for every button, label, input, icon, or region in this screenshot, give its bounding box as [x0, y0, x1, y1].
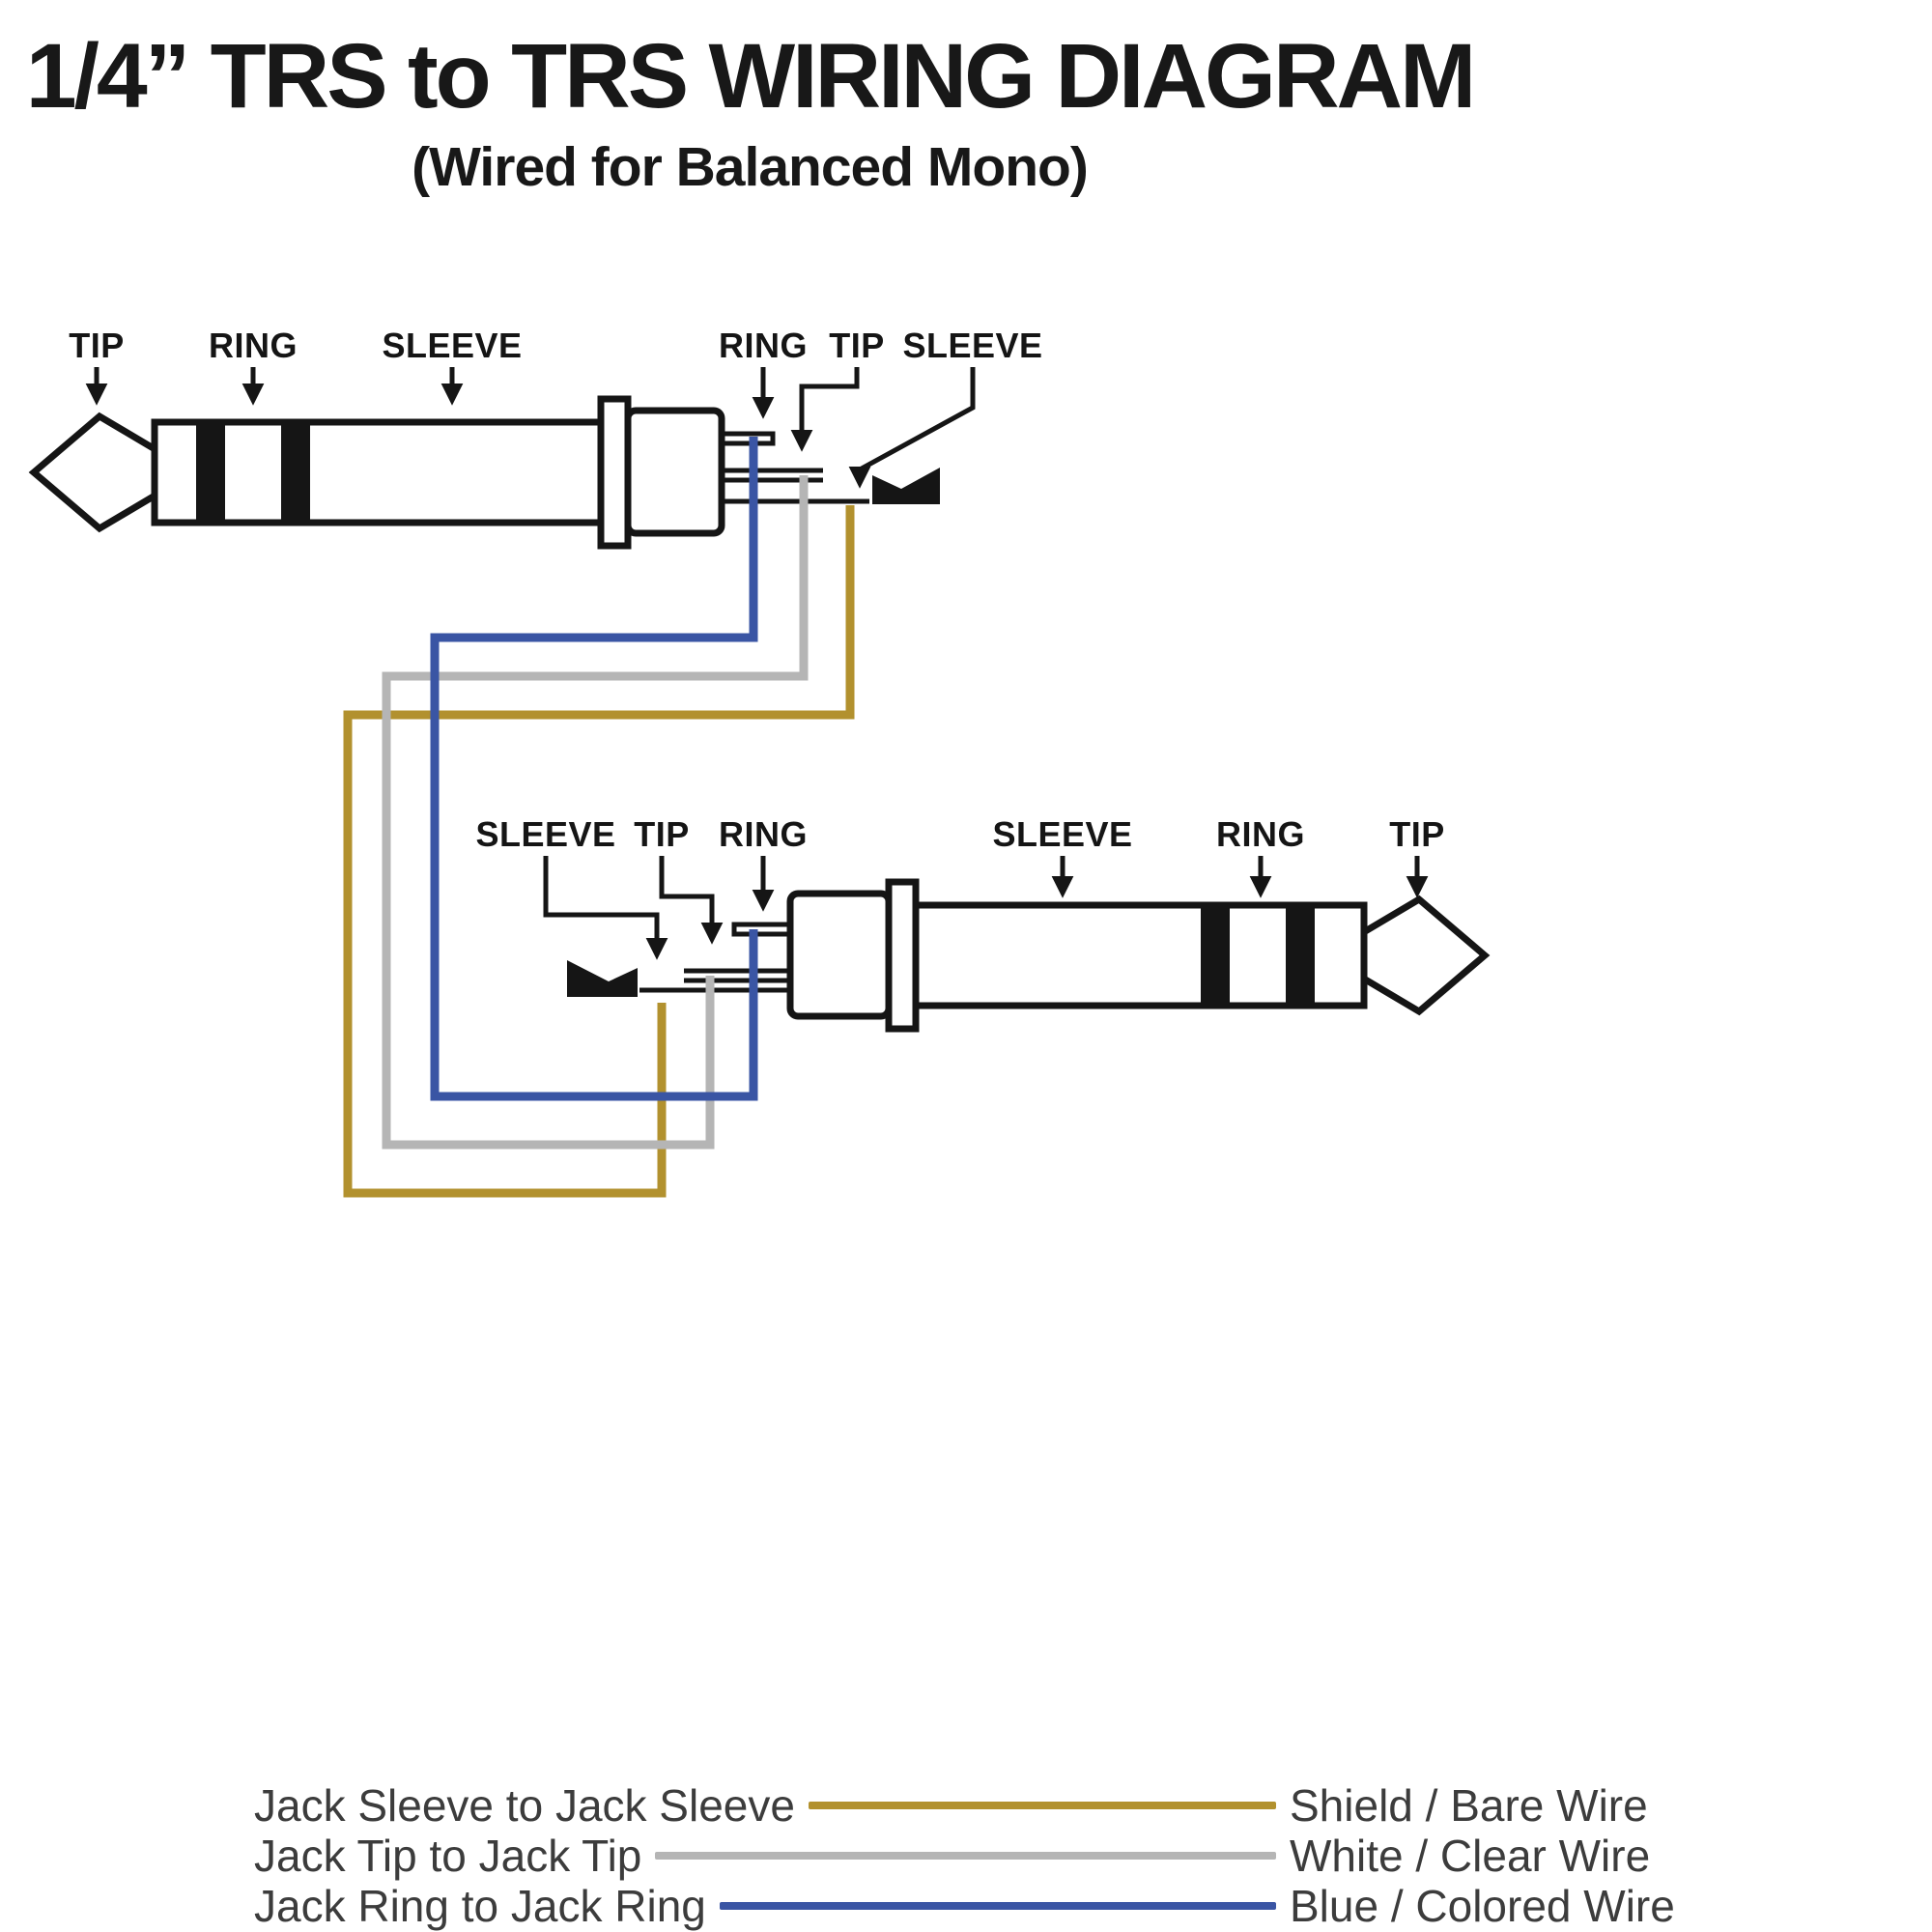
label-bottom-ring-terminal: RING: [719, 814, 808, 854]
legend-wire-swatch-shield: [808, 1802, 1276, 1809]
legend-wire-swatch-blue: [719, 1902, 1276, 1910]
arrow-top-tip-terminal: [790, 367, 860, 452]
legend-connection-label: Jack Ring to Jack Ring: [254, 1881, 706, 1931]
legend-wire-label: Shield / Bare Wire: [1290, 1780, 1648, 1831]
label-top-tip: TIP: [69, 326, 125, 365]
top-sleeve-lug: [872, 468, 940, 504]
wire-shield-sleeve-to-sleeve: [343, 505, 855, 1198]
legend-wire-label: Blue / Colored Wire: [1290, 1881, 1675, 1931]
bottom-plug-terminals: [639, 922, 790, 993]
top-plug-tip: [28, 412, 160, 533]
page-title: 1/4” TRS to TRS WIRING DIAGRAM: [25, 25, 1477, 128]
label-top-tip-terminal: TIP: [829, 326, 885, 365]
arrow-top-sleeve-terminal: [848, 367, 976, 489]
legend-row-tip: Jack Tip to Jack Tip White / Clear Wire: [254, 1831, 1773, 1881]
leader-arrows: [85, 367, 1429, 960]
label-bottom-sleeve-terminal: SLEEVE: [475, 814, 615, 854]
top-plug-barrel: [151, 418, 605, 526]
legend-wire-swatch-white: [655, 1852, 1276, 1860]
page-subtitle: (Wired for Balanced Mono): [412, 135, 1089, 198]
wire-white-tip-to-tip: [382, 475, 809, 1150]
bottom-plug-ring-band-1: [1201, 905, 1230, 1006]
top-plug-shell: [624, 407, 725, 537]
top-plug-terminals: [722, 431, 869, 504]
label-bottom-sleeve: SLEEVE: [992, 814, 1132, 854]
label-top-sleeve: SLEEVE: [382, 326, 522, 365]
legend-row-ring: Jack Ring to Jack Ring Blue / Colored Wi…: [254, 1881, 1773, 1931]
label-bottom-tip-terminal: TIP: [634, 814, 690, 854]
legend-row-sleeve: Jack Sleeve to Jack Sleeve Shield / Bare…: [254, 1780, 1773, 1831]
label-bottom-tip: TIP: [1389, 814, 1445, 854]
bottom-trs-plug: [786, 878, 1491, 1033]
bottom-ring-terminal: [731, 922, 790, 937]
legend-connection-label: Jack Tip to Jack Tip: [254, 1831, 642, 1881]
bottom-tip-terminal: [684, 968, 790, 983]
label-top-ring-terminal: RING: [719, 326, 808, 365]
label-top-ring: RING: [209, 326, 298, 365]
legend-wire-label: White / Clear Wire: [1290, 1831, 1651, 1881]
bottom-plug-collar: [885, 878, 920, 1033]
bottom-sleeve-lug: [567, 960, 638, 997]
top-trs-plug: [28, 395, 725, 550]
arrow-bottom-sleeve-terminal: [543, 856, 668, 960]
label-bottom-ring: RING: [1216, 814, 1305, 854]
legend: Jack Sleeve to Jack Sleeve Shield / Bare…: [254, 1780, 1773, 1931]
top-plug-collar: [597, 395, 632, 550]
header: 1/4” TRS to TRS WIRING DIAGRAM (Wired fo…: [0, 25, 1499, 199]
top-plug-ring-band-1: [196, 422, 225, 523]
bottom-plug-tip: [1358, 895, 1491, 1016]
wire-blue-ring-to-ring: [430, 437, 758, 1101]
top-ring-terminal: [722, 431, 776, 446]
bottom-plug-shell: [786, 890, 893, 1020]
legend-connection-label: Jack Sleeve to Jack Sleeve: [254, 1780, 795, 1831]
top-plug-ring-band-2: [281, 422, 310, 523]
label-top-sleeve-terminal: SLEEVE: [902, 326, 1042, 365]
arrow-bottom-tip-terminal: [659, 856, 724, 945]
bottom-plug-ring-band-2: [1286, 905, 1315, 1006]
